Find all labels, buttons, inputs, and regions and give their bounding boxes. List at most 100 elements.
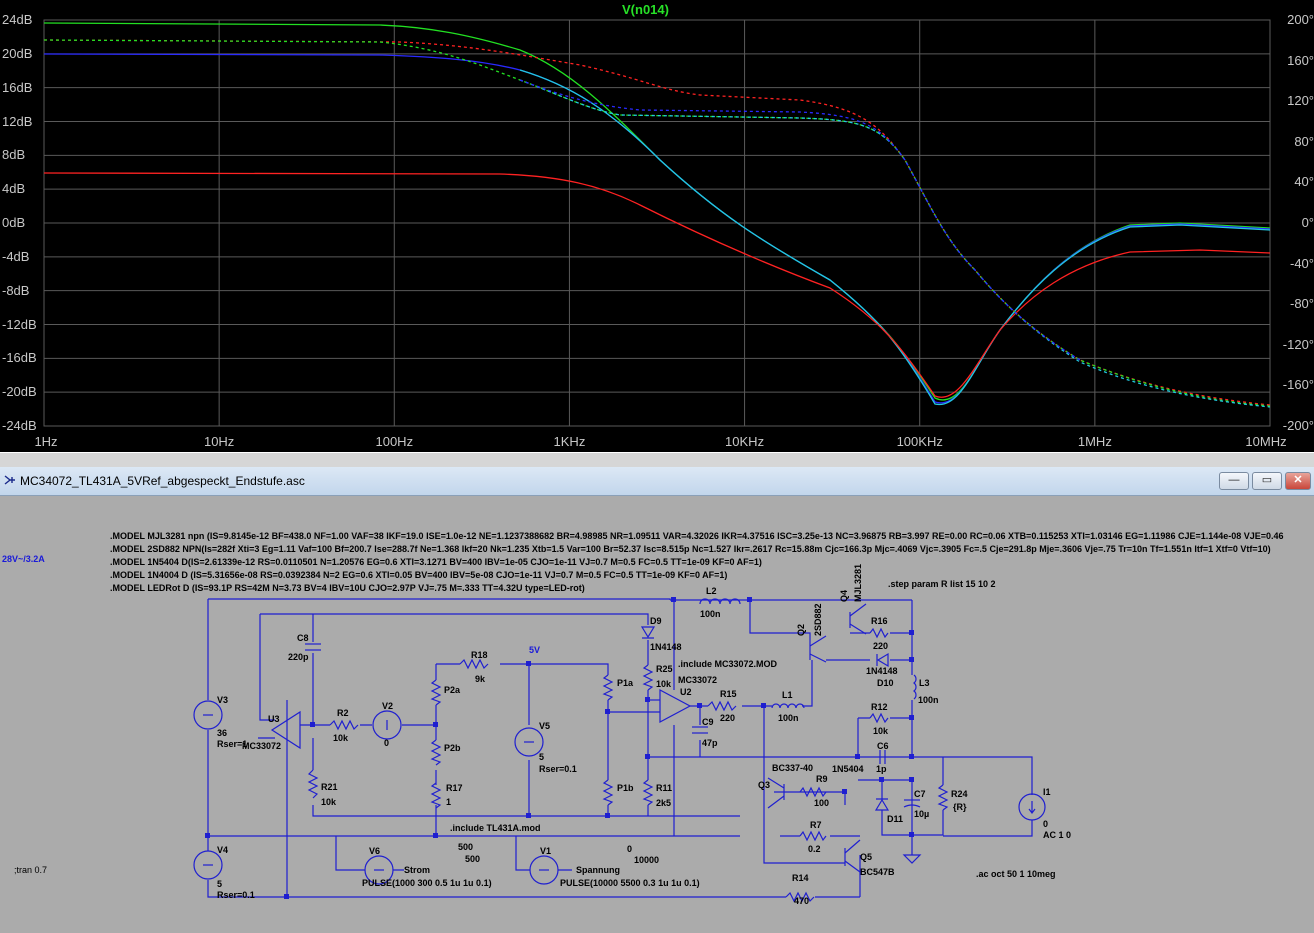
r14-value: 470 [794, 896, 809, 906]
trace-green-magnitude[interactable] [43, 22, 1271, 401]
left-axis-tick: 8dB [2, 147, 26, 163]
ac-directive[interactable]: .ac oct 50 1 10meg [976, 869, 1056, 879]
resistor-r21[interactable] [307, 769, 319, 799]
resistor-r18[interactable] [459, 658, 489, 670]
model-1n4004[interactable]: .MODEL 1N4004 D (IS=5.31656e-08 RS=0.039… [110, 570, 727, 580]
resistor-r25[interactable] [642, 664, 654, 691]
trace-title[interactable]: V(n014) [622, 2, 669, 17]
voltage-source-v6[interactable] [364, 855, 394, 885]
close-button[interactable]: ✕ [1285, 472, 1311, 490]
trace-red-magnitude[interactable] [43, 172, 1271, 398]
model-1n5404[interactable]: .MODEL 1N5404 D(IS=2.61339e-12 RS=0.0110… [110, 557, 762, 567]
resistor-r9[interactable] [799, 786, 827, 798]
supply-note[interactable]: 28V~/3.2A [2, 554, 45, 564]
opamp-u3[interactable] [270, 710, 301, 750]
diode-d10[interactable] [876, 652, 889, 668]
r14-label: R14 [792, 873, 809, 883]
right-axis-tick: -200° [1282, 418, 1314, 433]
restore-button[interactable]: ▭ [1252, 472, 1282, 490]
resistor-r2[interactable] [329, 719, 359, 731]
v5-rser: Rser=0.1 [539, 764, 577, 774]
capacitor-c6[interactable] [879, 750, 886, 764]
transistor-q5[interactable] [844, 839, 861, 873]
voltage-source-v2[interactable] [372, 710, 402, 740]
net-label-5v[interactable]: 5V [529, 645, 540, 655]
v1-name: Spannung [576, 865, 620, 875]
inductor-l1[interactable] [771, 703, 805, 709]
x-axis-tick: 100KHz [896, 434, 943, 449]
tran-directive[interactable]: ;tran 0.7 [14, 865, 47, 875]
opamp-u2[interactable] [659, 689, 692, 723]
r15-label: R15 [720, 689, 737, 699]
potentiometer-p1b[interactable] [602, 779, 614, 806]
d9-label: D9 [650, 616, 662, 626]
resistor-r24[interactable] [937, 784, 949, 811]
x-axis-tick: 100Hz [375, 434, 414, 449]
i1-value: 0 [1043, 819, 1048, 829]
capacitor-c7[interactable] [903, 799, 921, 808]
c9-value: 47p [702, 738, 718, 748]
v6-pulse: PULSE(1000 300 0.5 1u 1u 0.1) [362, 878, 492, 888]
inductor-l3[interactable] [913, 674, 917, 700]
l2-value: 100n [700, 609, 721, 619]
v1-label: V1 [540, 846, 551, 856]
resistor-r11[interactable] [642, 779, 654, 806]
r18-label: R18 [471, 650, 488, 660]
transistor-q2[interactable] [809, 635, 827, 663]
trace-blue-magnitude[interactable] [43, 53, 1271, 404]
potentiometer-p1a[interactable] [602, 674, 614, 701]
voltage-source-v1[interactable] [529, 855, 559, 885]
bode-plot-canvas[interactable] [0, 0, 1314, 452]
minimize-button[interactable]: — [1219, 472, 1249, 490]
r17-value: 1 [446, 797, 451, 807]
potentiometer-p2a[interactable] [430, 679, 442, 706]
trace-cyan-magnitude[interactable] [519, 69, 1271, 406]
x-axis-tick: 1KHz [553, 434, 586, 449]
model-ledrot[interactable]: .MODEL LEDRot D (IS=93.1P RS=42M N=3.73 … [110, 583, 585, 593]
v2-label: V2 [382, 701, 393, 711]
voltage-source-v3[interactable] [193, 700, 223, 730]
resistor-r16[interactable] [869, 627, 889, 639]
inductor-l2[interactable] [699, 598, 741, 605]
diode-d11[interactable] [874, 798, 890, 811]
v4-label: V4 [217, 845, 228, 855]
resistor-r14[interactable] [785, 891, 815, 903]
resistor-r7[interactable] [799, 830, 827, 842]
d9-model: 1N4148 [650, 642, 682, 652]
resistor-r15[interactable] [707, 700, 737, 712]
left-axis-tick: -16dB [2, 350, 37, 366]
transistor-q3[interactable] [767, 777, 785, 809]
voltage-source-v5[interactable] [514, 727, 544, 757]
c6-value: 1p [876, 764, 887, 774]
resistor-r12[interactable] [869, 712, 889, 724]
u3-model: MC33072 [242, 741, 281, 751]
d11-label: D11 [887, 814, 903, 824]
resistor-r17[interactable] [430, 782, 442, 809]
include-tl-directive[interactable]: .include TL431A.mod [450, 823, 541, 833]
r16-value: 220 [873, 641, 888, 651]
trace-green-phase[interactable] [43, 39, 1271, 407]
diode-d9[interactable] [640, 626, 656, 639]
l3-value: 100n [918, 695, 939, 705]
param-0: 0 [627, 844, 632, 854]
r15-value: 220 [720, 713, 735, 723]
schematic-canvas[interactable]: .MODEL MJL3281 npn (IS=9.8145e-12 BF=438… [0, 496, 1314, 928]
trace-blue-phase[interactable] [519, 79, 1081, 361]
voltage-source-v4[interactable] [193, 850, 223, 880]
potentiometer-p2b[interactable] [430, 739, 442, 766]
pane-splitter[interactable] [0, 452, 1314, 468]
current-source-i1[interactable] [1018, 793, 1046, 821]
wires [207, 598, 1033, 898]
left-axis-tick: 16dB [2, 79, 33, 95]
include-mc-directive[interactable]: .include MC33072.MOD [678, 659, 778, 669]
transistor-q4[interactable] [849, 603, 867, 635]
step-directive[interactable]: .step param R list 15 10 2 [888, 579, 996, 589]
capacitor-c9[interactable] [692, 726, 708, 734]
model-mjl3281[interactable]: .MODEL MJL3281 npn (IS=9.8145e-12 BF=438… [110, 531, 1284, 541]
capacitor-c8[interactable] [305, 643, 321, 651]
d10-model: 1N4148 [866, 666, 898, 676]
schematic-drawing[interactable]: .MODEL MJL3281 npn (IS=9.8145e-12 BF=438… [0, 496, 1314, 928]
model-2sd882[interactable]: .MODEL 2SD882 NPN(Is=282f Xti=3 Eg=1.11 … [110, 544, 1271, 554]
schematic-title-bar[interactable]: MC34072_TL431A_5VRef_abgespeckt_Endstufe… [0, 467, 1314, 496]
